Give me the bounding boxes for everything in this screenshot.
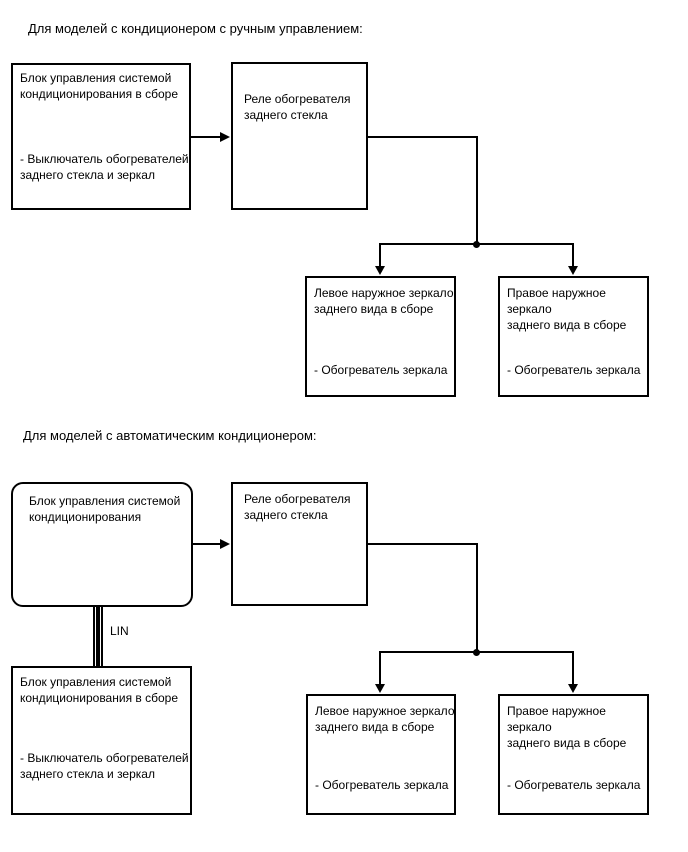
box-title: Реле обогревателя заднего стекла <box>244 92 351 122</box>
junction-dot-icon <box>473 649 480 656</box>
box-title: Блок управления системой кондиционирован… <box>20 71 178 101</box>
connector-left-mirror-stem-s2 <box>379 651 381 685</box>
box-item: - Обогреватель зеркала <box>315 778 449 792</box>
connector-control-to-relay-s1 <box>191 136 222 138</box>
left-mirror-box-s2: Левое наружное зеркало заднего вида в сб… <box>306 694 456 815</box>
connector-relay-out-s2 <box>368 543 478 545</box>
box-title: Левое наружное зеркало заднего вида в сб… <box>314 286 454 316</box>
arrow-down-icon <box>375 684 385 693</box>
arrow-down-icon <box>568 266 578 275</box>
box-title: Блок управления системой кондиционирован… <box>20 675 178 705</box>
left-mirror-box-s1: Левое наружное зеркало заднего вида в сб… <box>305 276 456 397</box>
box-title: Левое наружное зеркало заднего вида в сб… <box>315 704 455 734</box>
section2-title: Для моделей с автоматическим кондиционер… <box>23 428 317 443</box>
right-mirror-box-s1: Правое наружное зеркало заднего вида в с… <box>498 276 649 397</box>
ac-control-unit-assembly-box-s2: Блок управления системой кондиционирован… <box>11 666 192 815</box>
connector-relay-drop-s2 <box>476 543 478 653</box>
connector-relay-out-s1 <box>368 136 478 138</box>
connector-right-mirror-stem-s2 <box>572 651 574 685</box>
lin-bus-icon <box>93 607 103 666</box>
arrow-right-icon <box>220 539 230 549</box>
right-mirror-box-s2: Правое наружное зеркало заднего вида в с… <box>498 694 649 815</box>
junction-dot-icon <box>473 241 480 248</box>
connector-control-to-relay-s2 <box>193 543 222 545</box>
box-title: Правое наружное зеркало заднего вида в с… <box>507 286 627 332</box>
box-item: - Обогреватель зеркала <box>507 363 641 377</box>
box-title: Блок управления системой кондиционирован… <box>29 494 181 524</box>
box-title: Реле обогревателя заднего стекла <box>244 492 351 522</box>
box-item: - Выключатель обогревателей заднего стек… <box>20 152 189 182</box>
arrow-right-icon <box>220 132 230 142</box>
connector-right-mirror-stem-s1 <box>572 243 574 268</box>
arrow-down-icon <box>375 266 385 275</box>
section1-title: Для моделей с кондиционером с ручным упр… <box>28 21 363 36</box>
connector-relay-drop-s1 <box>476 136 478 245</box>
rear-window-heater-relay-box-s1: Реле обогревателя заднего стекла <box>231 62 368 210</box>
box-item: - Обогреватель зеркала <box>314 363 448 377</box>
ac-control-unit-box-s2: Блок управления системой кондиционирован… <box>11 482 193 607</box>
box-item: - Выключатель обогревателей заднего стек… <box>20 751 189 781</box>
connector-left-mirror-stem-s1 <box>379 243 381 268</box>
box-item: - Обогреватель зеркала <box>507 778 641 792</box>
lin-bus-label: LIN <box>110 624 129 638</box>
rear-window-heater-relay-box-s2: Реле обогревателя заднего стекла <box>231 482 368 606</box>
box-title: Правое наружное зеркало заднего вида в с… <box>507 704 627 750</box>
ac-control-unit-assembly-box-s1: Блок управления системой кондиционирован… <box>11 63 191 210</box>
arrow-down-icon <box>568 684 578 693</box>
